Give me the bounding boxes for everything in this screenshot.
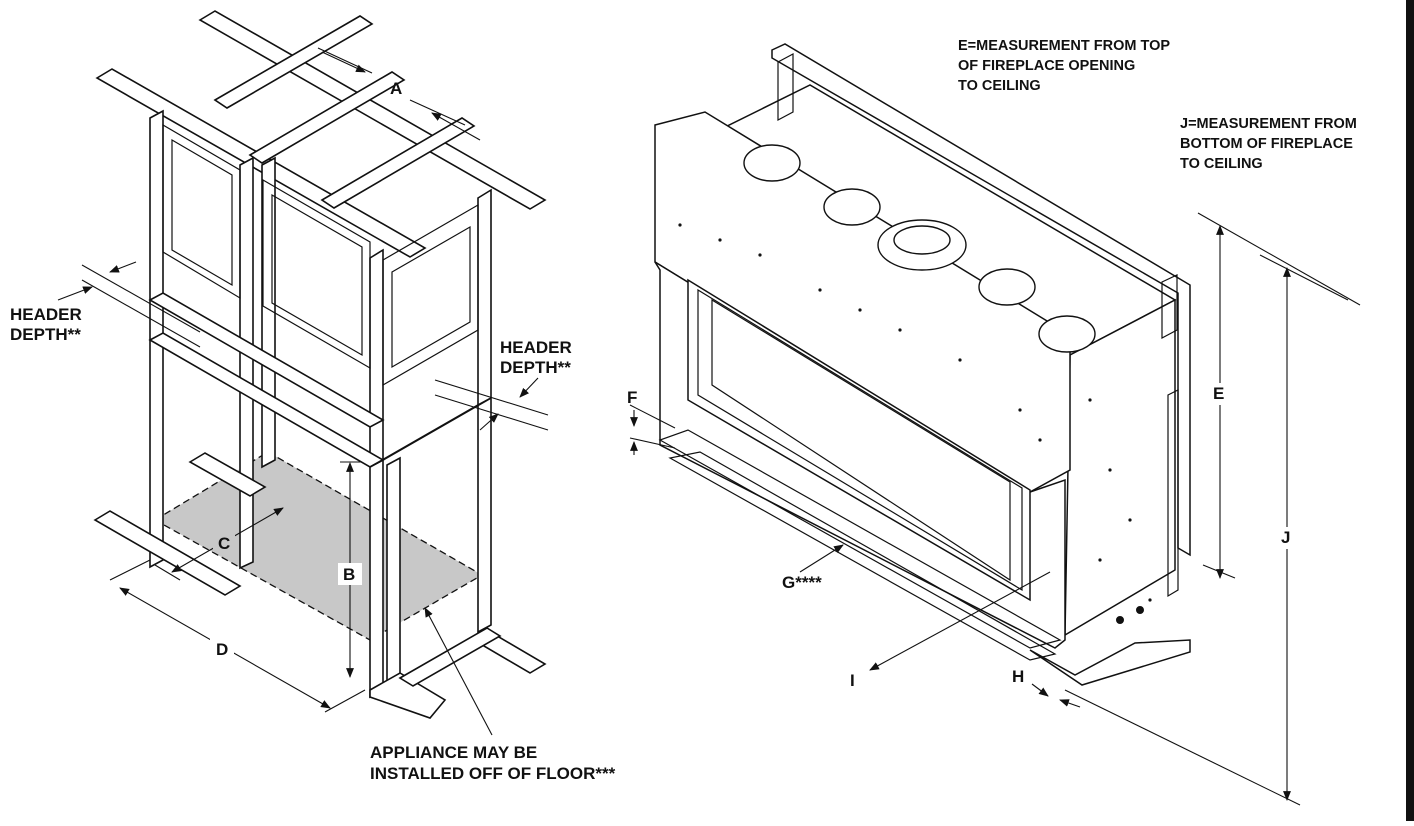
j-note-line2: BOTTOM OF FIREPLACE — [1180, 136, 1353, 152]
label-c: C — [218, 534, 230, 553]
j-note-line1: J=MEASUREMENT FROM — [1180, 116, 1357, 132]
appliance-note-line2: INSTALLED OFF OF FLOOR*** — [370, 764, 616, 783]
appliance-floor-area — [153, 451, 484, 641]
label-e: E — [1213, 384, 1224, 403]
header-depth-right-line2: DEPTH** — [500, 358, 571, 377]
dimension-j: J — [1064, 254, 1349, 806]
dimension-e: E — [1197, 212, 1361, 579]
header-depth-right-dimension: HEADER DEPTH** — [434, 338, 572, 431]
dimension-d: D — [109, 559, 366, 713]
dimension-i: I — [850, 571, 1051, 690]
header-depth-left-line2: DEPTH** — [10, 325, 81, 344]
label-j: J — [1281, 528, 1290, 547]
dimension-a: A — [317, 47, 481, 141]
label-i: I — [850, 671, 855, 690]
header-depth-left-line1: HEADER — [10, 305, 82, 324]
header-depth-left-dimension: HEADER DEPTH** — [10, 261, 201, 348]
framing-enclosure — [93, 10, 547, 719]
e-note: E=MEASUREMENT FROM TOP OF FIREPLACE OPEN… — [958, 38, 1170, 94]
e-note-line1: E=MEASUREMENT FROM TOP — [958, 38, 1170, 54]
label-h: H — [1012, 667, 1024, 686]
page-edge-bar — [1406, 0, 1414, 821]
fireplace-unit — [654, 43, 1191, 686]
dimension-c: C — [154, 507, 284, 581]
label-b: B — [343, 565, 355, 584]
label-d: D — [216, 640, 228, 659]
e-note-line3: TO CEILING — [958, 78, 1041, 94]
dimension-f: F — [627, 388, 676, 455]
label-a: A — [390, 79, 402, 98]
header-depth-right-line1: HEADER — [500, 338, 572, 357]
e-note-line2: OF FIREPLACE OPENING — [958, 58, 1135, 74]
j-note-line3: TO CEILING — [1180, 156, 1263, 172]
appliance-note-line1: APPLIANCE MAY BE — [370, 743, 537, 762]
dimension-h: H — [1012, 667, 1081, 708]
label-f: F — [627, 388, 637, 407]
dimension-g: G**** — [782, 544, 844, 592]
appliance-note: APPLIANCE MAY BE INSTALLED OFF OF FLOOR*… — [370, 607, 616, 783]
label-g: G**** — [782, 573, 822, 592]
j-note: J=MEASUREMENT FROM BOTTOM OF FIREPLACE T… — [1180, 116, 1357, 172]
dimension-b: B — [338, 461, 362, 678]
